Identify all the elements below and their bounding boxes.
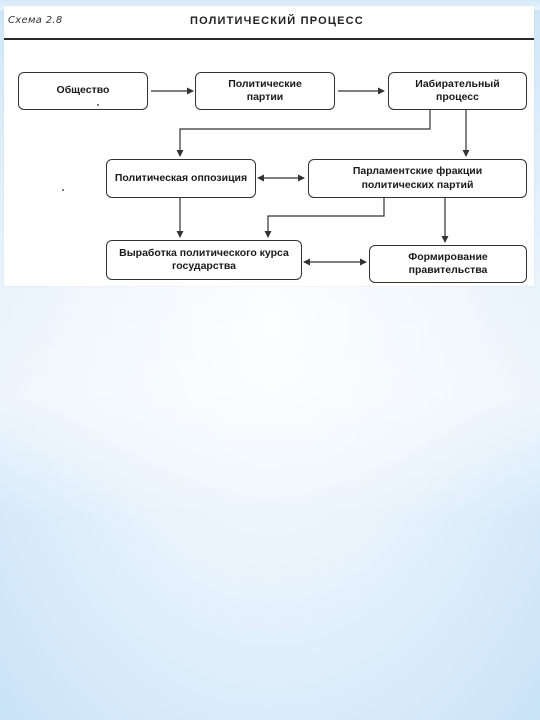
node-political-opposition: Политическая оппозиция [106, 159, 256, 198]
scan-speck [97, 104, 99, 106]
node-policy-development: Выработка политического курса государств… [106, 240, 302, 280]
diagram-title: ПОЛИТИЧЕСКИЙ ПРОЦЕСС [190, 15, 364, 27]
node-parliamentary-factions: Парламентские фракции политических парти… [308, 159, 527, 198]
arrow-elections-to-opposition [176, 110, 431, 157]
arrow-factions-to-policy [264, 198, 385, 238]
scanned-diagram: Схема 2.8 ПОЛИТИЧЕСКИЙ ПРОЦЕСС Общество [4, 6, 534, 286]
scheme-caption: Схема 2.8 [8, 15, 63, 26]
scan-speck [62, 189, 64, 191]
node-electoral-process: Иабирательный процесс [388, 72, 527, 110]
node-government-formation: Формирование правительства [369, 245, 527, 283]
slide-top-band [0, 0, 540, 10]
title-rule [4, 38, 534, 40]
node-political-parties: Политические партии [195, 72, 335, 110]
connector-arrows [151, 87, 470, 266]
node-society: Общество [18, 72, 148, 110]
